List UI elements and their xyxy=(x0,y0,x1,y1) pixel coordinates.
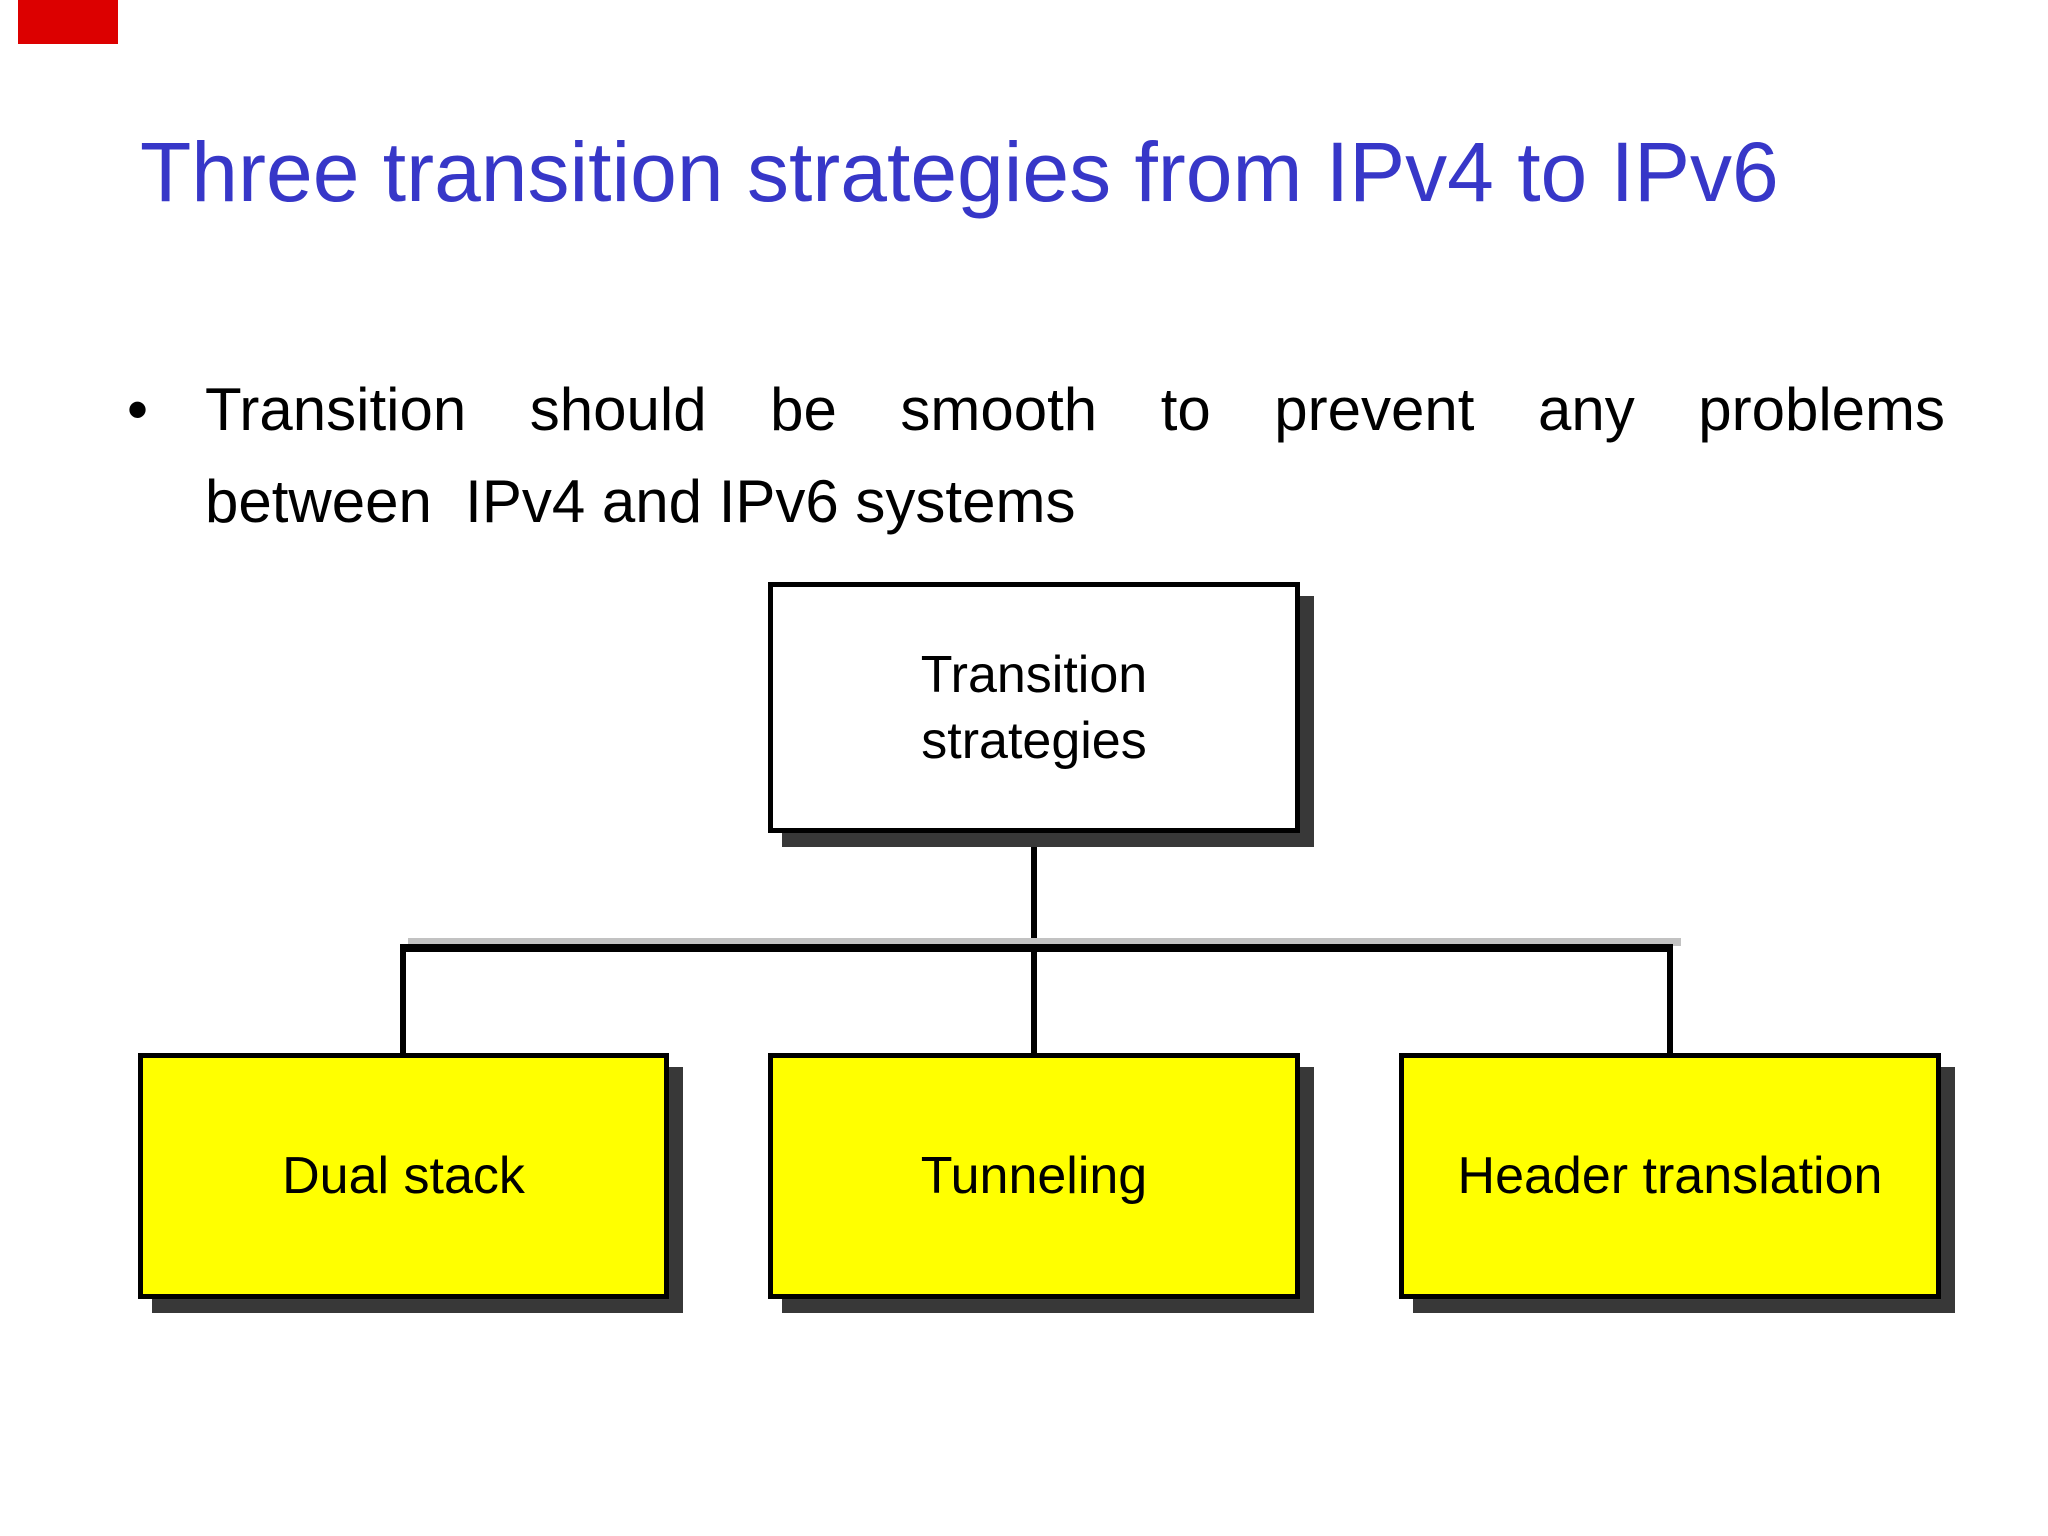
transition-strategies-box: Transition strategies xyxy=(768,582,1300,833)
slide-title: Three transition strategies from IPv4 to… xyxy=(140,125,1779,219)
header-translation-label: Header translation xyxy=(1457,1147,1883,1205)
bullet-text-line-2: between IPv4 and IPv6 systems xyxy=(205,468,1076,535)
connector-drop-center xyxy=(1031,948,1037,1055)
bullet-text-line-1: Transition should be smooth to prevent a… xyxy=(205,376,1945,443)
red-corner-marker xyxy=(18,0,118,44)
dual-stack-box: Dual stack xyxy=(138,1053,669,1299)
root-label-line-2: strategies xyxy=(921,711,1147,770)
connector-root-vertical xyxy=(1031,833,1037,944)
header-translation-box: Header translation xyxy=(1399,1053,1941,1299)
bullet-paragraph: Transition should be smooth to prevent a… xyxy=(205,364,1945,548)
root-label-line-1: Transition xyxy=(920,645,1148,704)
tunneling-label: Tunneling xyxy=(920,1147,1148,1205)
dual-stack-label: Dual stack xyxy=(282,1147,525,1205)
connector-drop-right xyxy=(1667,948,1673,1055)
bullet-marker: • xyxy=(127,376,149,443)
transition-strategies-label: Transition strategies xyxy=(921,642,1147,774)
connector-drop-left xyxy=(400,948,406,1055)
tunneling-box: Tunneling xyxy=(768,1053,1300,1299)
